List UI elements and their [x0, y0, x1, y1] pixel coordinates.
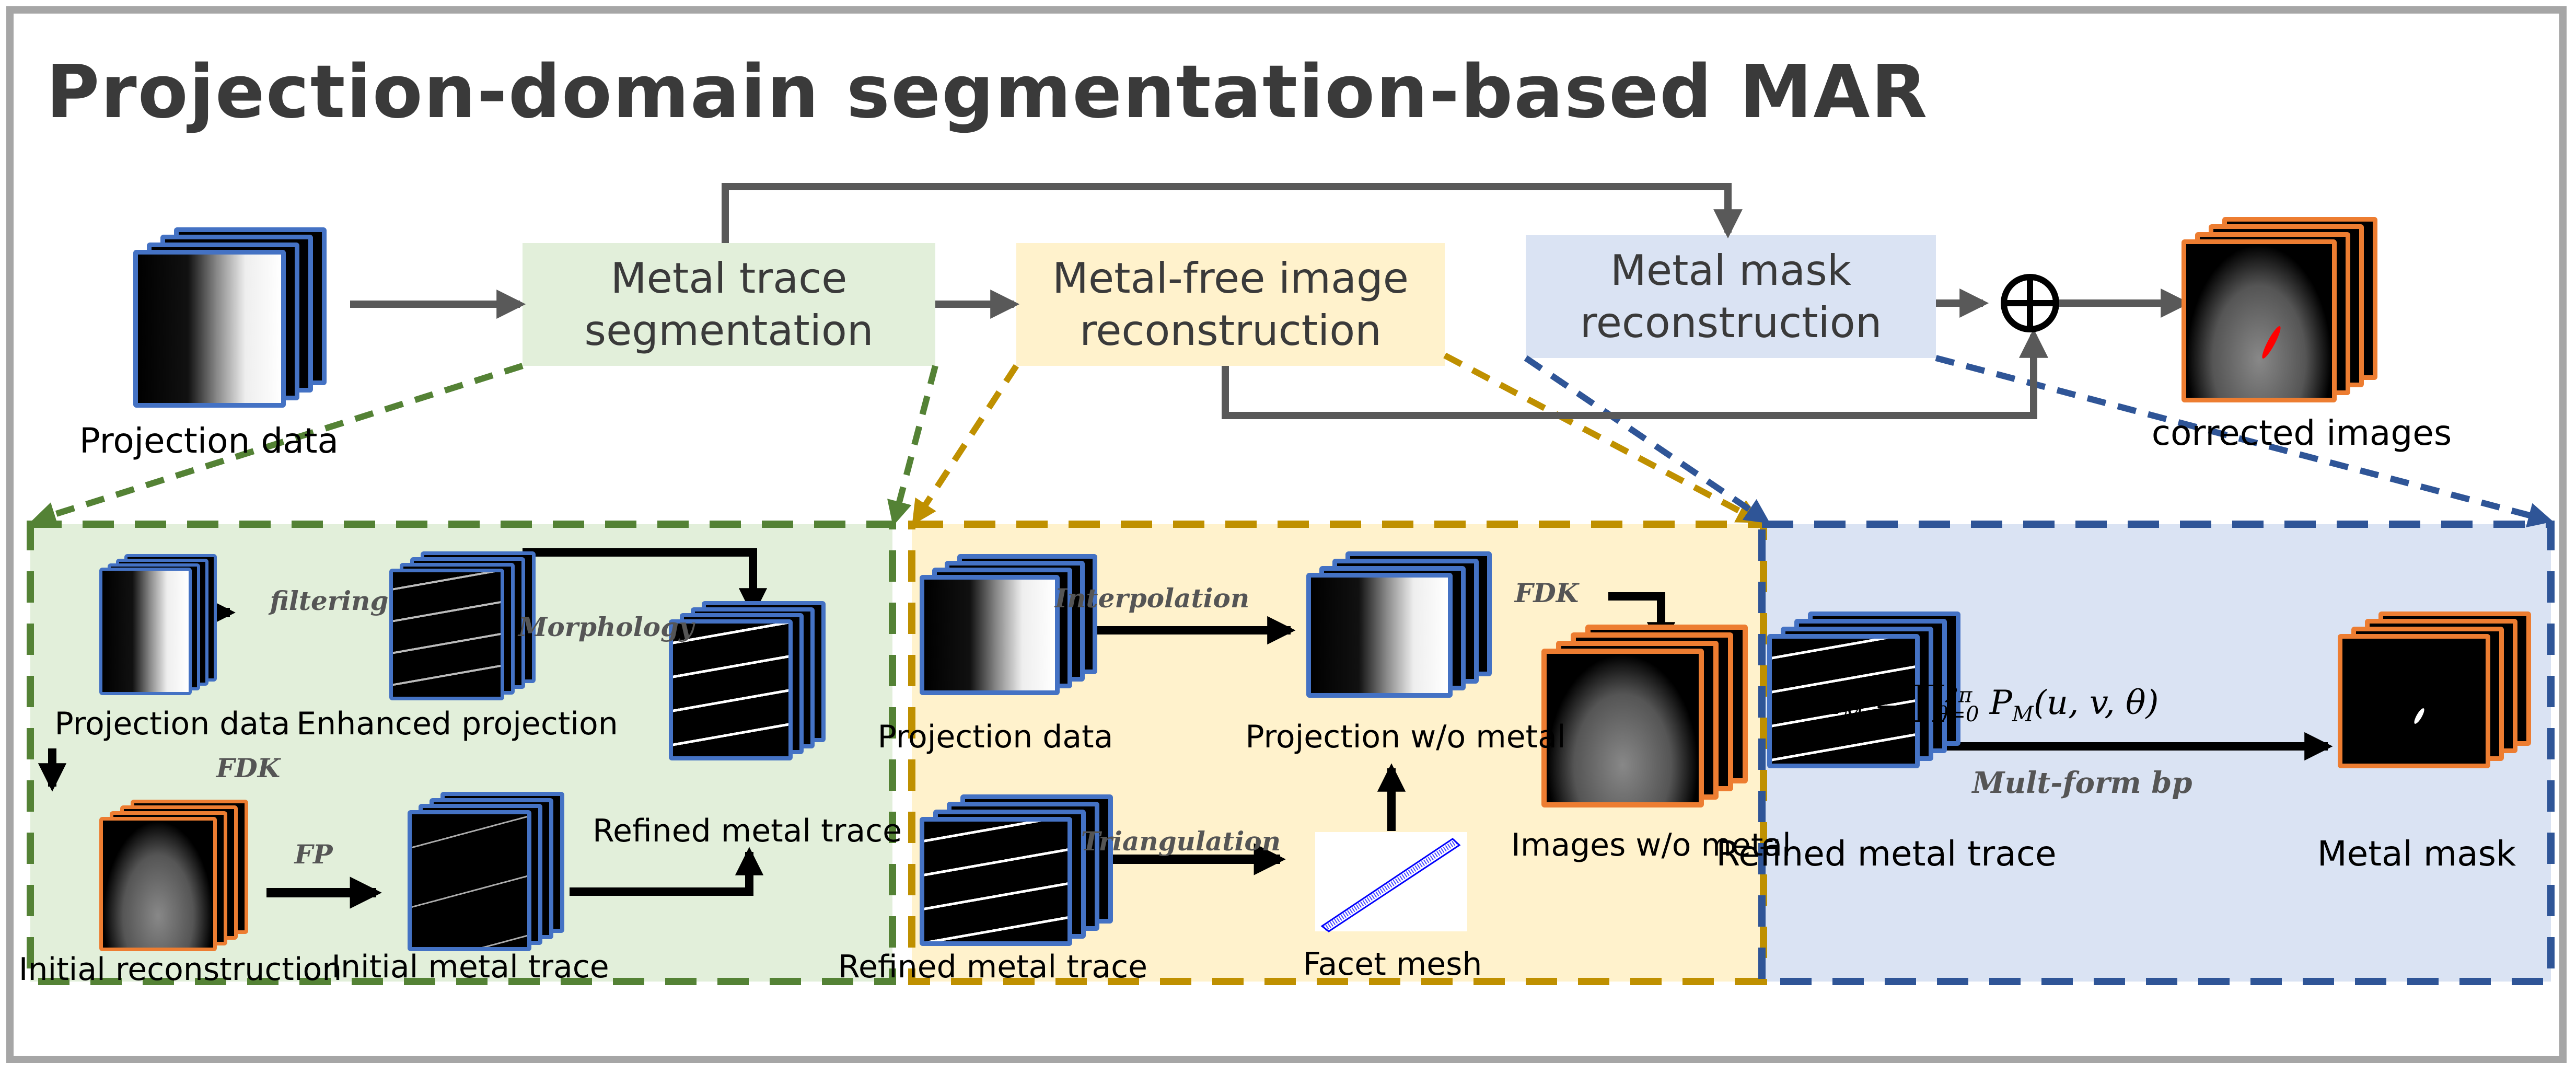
panel-reconstruction-border: [908, 521, 1767, 985]
panel-mask-border: [1758, 521, 2555, 985]
formula-args: (u, v, θ): [2033, 684, 2159, 722]
stage-metal-free-image-reconstruction: Metal-free image reconstruction: [1016, 243, 1445, 366]
formula-eq: =: [1874, 684, 1902, 722]
stack-rec-refined: [920, 794, 1113, 946]
stack-corrected-images: [2182, 217, 2377, 402]
stack-seg-projection: [99, 554, 217, 695]
stage-label-line2: segmentation: [584, 306, 874, 355]
op-triangulation: Triangulation: [1081, 826, 1281, 857]
stack-seg-refined: [669, 601, 826, 760]
figure-title: Projection-domain segmentation-based MAR: [46, 50, 1929, 135]
stack-enhanced-projection: [389, 551, 536, 700]
arrow-rec-to-sum: [1222, 328, 2048, 419]
image-front-sheet: [920, 816, 1072, 946]
formula-lhs: I: [1829, 684, 1842, 722]
arrow-seg-to-mask: [722, 183, 1743, 243]
stack-initial-trace: [408, 792, 564, 951]
facet-mesh-image: [1315, 832, 1467, 932]
op-mult-form-bp: Mult-form bp: [1972, 766, 2192, 800]
image-front-sheet: [1541, 649, 1704, 807]
metal-highlight: [2259, 324, 2283, 361]
image-front-sheet: [920, 574, 1060, 695]
op-fp: FP: [294, 839, 333, 870]
stage-label-line1: Metal-free image: [1052, 253, 1409, 303]
op-morphology: Morphology: [518, 612, 694, 642]
formula-prod-sup: 2π: [1945, 683, 1972, 708]
image-front-sheet: [408, 810, 531, 951]
formula-prod: ∏: [1912, 677, 1945, 724]
image-front-sheet: [99, 817, 217, 951]
stage-metal-trace-segmentation: Metal trace segmentation: [523, 243, 935, 366]
stage-label-line1: Metal trace: [610, 253, 848, 303]
connector-mask-right: [1935, 355, 2554, 527]
label-rec-refined-metal-trace: Refined metal trace: [838, 949, 1148, 985]
label-projection-wo-metal: Projection w/o metal: [1245, 719, 1566, 755]
label-initial-metal-trace: Initial metal trace: [331, 949, 609, 985]
arrow-morphology: [523, 548, 768, 617]
label-seg-refined-metal-trace: Refined metal trace: [592, 813, 902, 849]
stack-input-projection: [133, 227, 327, 408]
label-corrected-images: corrected images: [2151, 413, 2452, 453]
label-seg-projection-data: Projection data: [54, 706, 291, 742]
label-metal-mask: Metal mask: [2317, 834, 2516, 874]
stack-mask-refined: [1767, 612, 1960, 768]
stack-images-wo-metal: [1541, 625, 1748, 807]
image-front-sheet: [133, 249, 286, 408]
op-fdk: FDK: [216, 753, 281, 783]
op-filtering: filtering: [270, 585, 389, 616]
formula-prod-sub: θ=0: [1935, 702, 1979, 726]
stack-initial-recon: [99, 800, 248, 951]
label-enhanced-projection: Enhanced projection: [296, 706, 618, 742]
connector-rec-left: [912, 364, 1019, 526]
connector-mask-left: [1524, 355, 1770, 524]
stage-metal-mask-reconstruction: Metal mask reconstruction: [1526, 235, 1936, 358]
stage-label-line2: reconstruction: [1580, 298, 1882, 347]
stage-label-line2: reconstruction: [1080, 306, 1382, 355]
image-front-sheet: [389, 569, 504, 700]
image-front-sheet: [1767, 633, 1920, 768]
formula-metal-mask: IM = ∏2πθ=0 PM(u, v, θ): [1829, 677, 2159, 726]
stage-label-line1: Metal mask: [1610, 246, 1852, 295]
panel-segmentation-border: [27, 521, 896, 985]
label-initial-reconstruction: Initial reconstruction: [18, 951, 342, 988]
image-front-sheet: [2182, 239, 2337, 402]
metal-mask-blob: [2412, 707, 2427, 725]
connector-seg-right: [887, 365, 938, 526]
arrow-trace-to-refined: [570, 847, 764, 896]
image-front-sheet: [2338, 633, 2490, 768]
image-front-sheet: [669, 619, 793, 760]
stack-rec-projection: [920, 554, 1097, 695]
formula-rhs-sub: M: [2012, 702, 2034, 726]
label-input-projection-data: Projection data: [79, 421, 339, 461]
op-interpolation: Interpolation: [1054, 583, 1250, 614]
image-front-sheet: [1306, 573, 1453, 698]
label-facet-mesh: Facet mesh: [1303, 946, 1482, 983]
image-front-sheet: [99, 568, 192, 695]
stack-metal-mask: [2338, 612, 2531, 768]
formula-lhs-sub: M: [1842, 702, 1864, 726]
label-images-wo-metal: Images w/o metal: [1511, 827, 1791, 863]
label-rec-projection-data: Projection data: [877, 719, 1113, 755]
connector-seg-left: [30, 363, 524, 526]
connector-rec-right: [1443, 352, 1762, 523]
op-fdk-recon: FDK: [1514, 578, 1579, 608]
sum-node-icon: [2001, 274, 2059, 332]
formula-rhs: P: [1989, 684, 2012, 722]
stack-proj-wo-metal: [1306, 551, 1492, 698]
label-mask-refined-metal-trace: Refined metal trace: [1716, 834, 2057, 874]
